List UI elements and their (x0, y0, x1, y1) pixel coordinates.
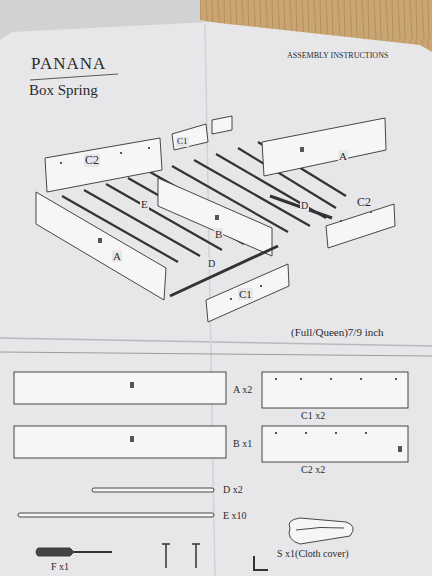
part-letter: D (300, 200, 309, 211)
paper-fold (0, 338, 432, 346)
quantity-label: C1 x2 (300, 410, 326, 421)
part-letter: B (214, 228, 223, 240)
size-note: (Full/Queen)7/9 inch (290, 326, 385, 338)
part-letter: C1 (238, 288, 253, 300)
quantity-label: B x1 (232, 438, 253, 449)
quantity-label: A x2 (232, 384, 253, 395)
board-b (158, 178, 272, 256)
screwdriver-handle (36, 548, 74, 556)
board-a (36, 192, 166, 300)
rail-d (170, 246, 278, 296)
title-underline (30, 74, 118, 80)
part-letter: C1 (176, 137, 189, 147)
screw (162, 544, 170, 568)
quantity-label: C2 x2 (300, 464, 326, 475)
exploded-view (36, 116, 395, 322)
parts-list (14, 372, 408, 570)
board-end (212, 116, 232, 134)
header-text: ASSEMBLY INSTRUCTIONS (286, 52, 389, 61)
bracket (254, 556, 268, 570)
paper-sheet (0, 22, 432, 576)
board-c2 (262, 426, 408, 462)
part-letter: C2 (84, 154, 100, 167)
quantity-label: E x10 (222, 510, 248, 521)
cloth-cover (289, 518, 353, 544)
quantity-label: D x2 (222, 484, 244, 495)
quantity-label: S x1(Cloth cover) (276, 548, 350, 559)
rail-d (270, 196, 332, 218)
board-b (14, 426, 226, 458)
bolt (192, 544, 200, 568)
rail-d (92, 488, 214, 492)
board-c2 (45, 138, 162, 192)
part-letter: C2 (356, 196, 372, 209)
part-letter: E (140, 198, 149, 210)
holes (60, 147, 372, 300)
part-letter: A (338, 150, 348, 162)
board-c2 (326, 204, 395, 248)
subtitle: Box Spring (28, 82, 99, 99)
board-c1 (262, 372, 408, 408)
cloth-fold (296, 527, 344, 530)
section-divider (0, 352, 432, 356)
board-a (262, 118, 386, 176)
quantity-label: F x1 (50, 561, 70, 572)
slat-e (18, 513, 214, 517)
part-letter: A (112, 250, 122, 262)
part-letter: D (207, 258, 216, 269)
brand-title: PANANA (30, 55, 107, 74)
screwdriver-shaft (74, 551, 112, 553)
board-c1 (172, 124, 208, 150)
board-a (14, 372, 226, 404)
